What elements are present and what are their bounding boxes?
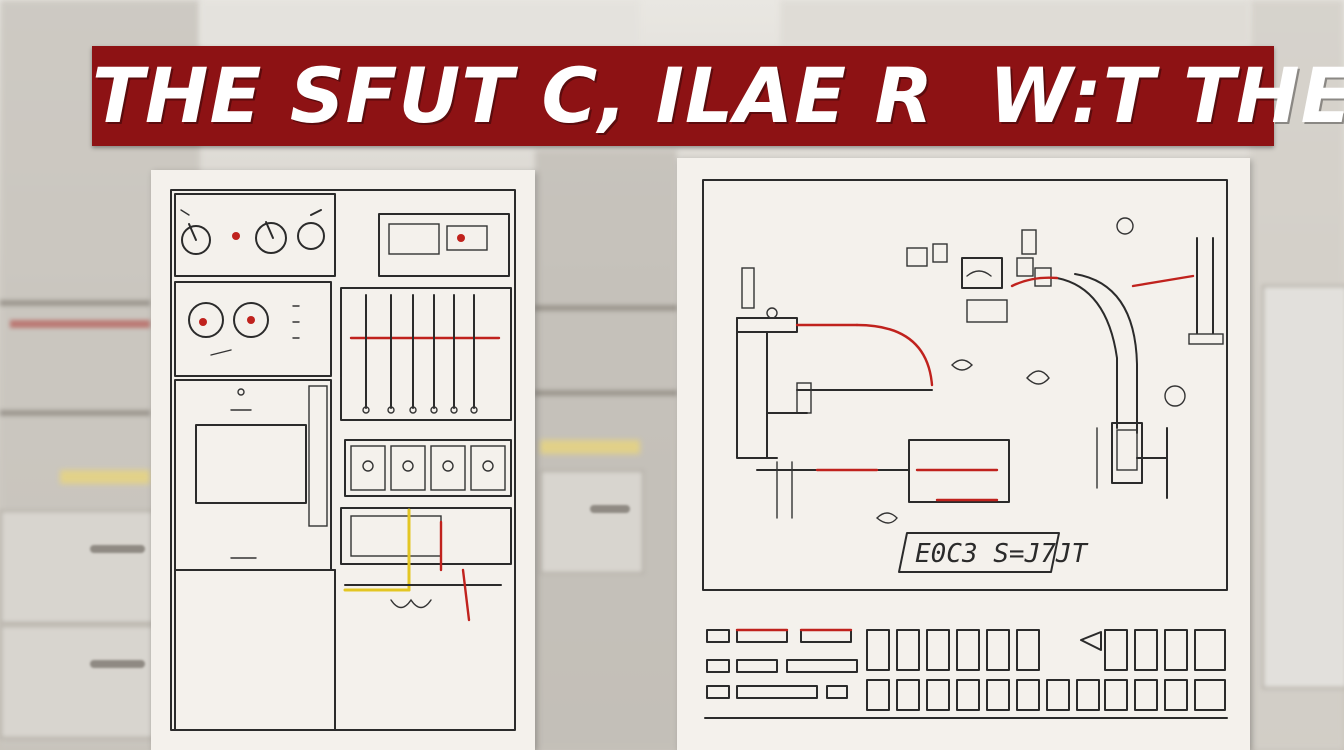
title-banner: THE SFUT C, ILAE R W:T THE (92, 46, 1344, 146)
plate-label: E0C3 S=J7JT (915, 539, 1089, 569)
left-schematic-panel (151, 170, 535, 750)
left-wiring-diagram (170, 189, 516, 731)
banner-title: THE SFUT C, ILAE R W:T THE (92, 51, 1344, 140)
right-wiring-diagram: E0C3 S=J7JT (702, 179, 1228, 719)
right-schematic-panel: E0C3 S=J7JT (677, 158, 1250, 750)
